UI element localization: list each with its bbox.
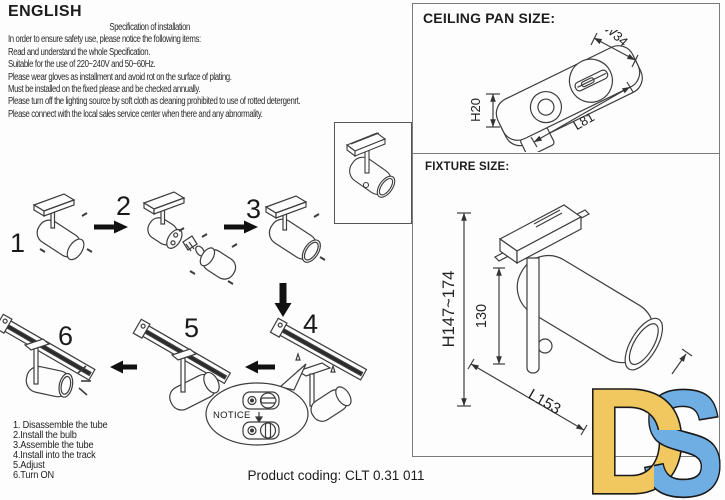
step2-drawing xyxy=(142,191,238,285)
dim-label-h20: H20 xyxy=(468,98,483,122)
fixture-drawing: H147~174 130 L153 xyxy=(440,204,693,436)
logo-letter-s-front: S xyxy=(642,385,724,500)
step4-drawing xyxy=(269,317,368,422)
installation-steps-drawing: 1 2 3 4 5 6 NOTICE xyxy=(0,191,368,446)
instruction-item: 3.Assemble the tube xyxy=(13,439,94,451)
product-coding: Product coding: CLT 0.31 011 xyxy=(247,468,425,483)
instruction-item: 4.Install into the track xyxy=(13,449,96,461)
step-number-6: 6 xyxy=(58,321,73,351)
notice-bubble xyxy=(205,363,309,446)
instruction-list: 1. Disassemble the tube 2.Install the bu… xyxy=(13,420,108,481)
instruction-item: 2.Install the bulb xyxy=(13,429,77,441)
instruction-item: 5.Adjust xyxy=(13,459,45,471)
light-rays xyxy=(77,365,91,396)
dim-label-l153: L153 xyxy=(525,386,563,418)
step1-drawing xyxy=(32,193,93,261)
spec-line: Must be installed on the fixed please an… xyxy=(8,84,201,96)
logo-letter-s-back: S xyxy=(642,385,724,500)
step5-drawing xyxy=(132,318,232,411)
size-panel: CEILING PAN SIZE: FIXTURE SIZE: xyxy=(412,3,720,457)
panel-divider xyxy=(413,153,719,154)
step3-drawing xyxy=(264,195,326,263)
step-number-1: 1 xyxy=(10,228,25,258)
spec-line: Read and understand the whole Specificat… xyxy=(8,46,150,58)
page-title: ENGLISH xyxy=(8,3,82,20)
fixture-reference-drawing xyxy=(345,132,396,198)
spec-line: Please turn off the lighting source by s… xyxy=(8,96,301,108)
arrow-right-1-2 xyxy=(94,220,128,234)
step-number-2: 2 xyxy=(116,191,131,221)
ds-logo: S D S xyxy=(584,385,725,500)
step-number-4: 4 xyxy=(303,309,318,339)
ceiling-pan-drawing: W34 L81 H20 xyxy=(468,30,643,152)
instruction-item: 6.Turn ON xyxy=(13,469,54,481)
dim-label-130: 130 xyxy=(474,304,490,328)
instruction-item: 1. Disassemble the tube xyxy=(13,420,108,431)
specification-block: Specification of installation In order t… xyxy=(8,22,375,121)
arrow-down-3-4 xyxy=(274,283,292,317)
spec-line: In order to ensure safety use, please no… xyxy=(8,34,201,46)
step-number-3: 3 xyxy=(246,194,261,224)
spec-title: Specification of installation xyxy=(109,22,191,33)
ceiling-pan-size-title: CEILING PAN SIZE: xyxy=(423,10,556,26)
fixture-size-title: FIXTURE SIZE: xyxy=(425,161,510,173)
spec-line: Please wear gloves as installment and av… xyxy=(8,71,232,83)
arrow-left-4-5 xyxy=(245,360,275,374)
notice-label: NOTICE xyxy=(213,410,251,421)
arrow-left-5-6 xyxy=(110,360,137,374)
step-number-5: 5 xyxy=(184,313,199,343)
spec-line: Suitable for the use of 220~240V and 50~… xyxy=(8,59,156,71)
spec-line: Please connect with the local sales serv… xyxy=(8,108,263,120)
fixture-reference-box xyxy=(334,122,412,224)
arrow-right-2-3 xyxy=(224,220,258,234)
logo-letter-d: D xyxy=(584,385,687,500)
dim-label-height-range: H147~174 xyxy=(440,271,458,348)
step6-drawing xyxy=(0,313,96,398)
